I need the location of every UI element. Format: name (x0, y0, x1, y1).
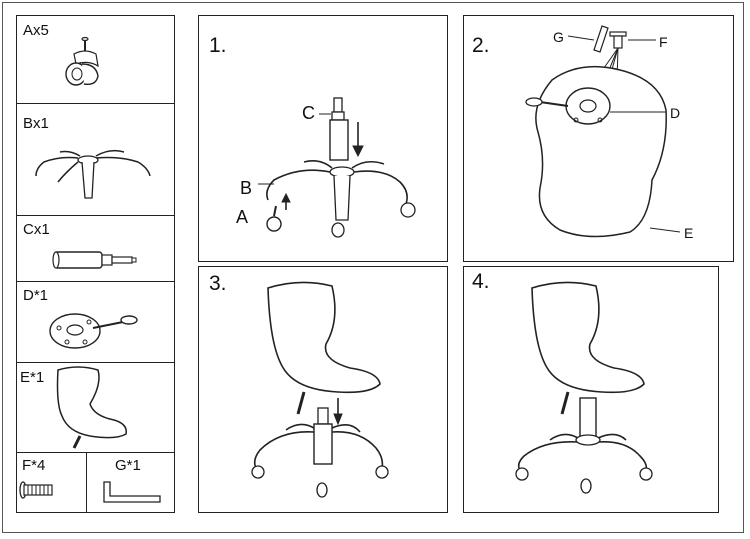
bolt-icon (19, 481, 53, 499)
step-1-number: 1. (209, 34, 227, 57)
parts-divider (16, 215, 175, 216)
caster-wheel-icon (65, 36, 99, 86)
callout-d: D (670, 105, 681, 121)
part-f-label: F*4 (22, 457, 46, 474)
allen-key-icon (103, 481, 161, 503)
parts-divider (16, 281, 175, 282)
seat-mechanism-assembly-illustration (525, 25, 681, 238)
part-d-label: D*1 (23, 287, 49, 304)
step-4-number: 4. (472, 270, 490, 293)
part-c-label: Cx1 (23, 221, 50, 238)
parts-divider (16, 362, 175, 363)
gas-lift-icon (52, 251, 137, 269)
callout-f: F (659, 34, 668, 50)
part-b-label: Bx1 (23, 115, 49, 132)
part-a-label: Ax5 (23, 22, 49, 39)
callout-g: G (553, 29, 564, 45)
parts-divider (16, 103, 175, 104)
seat-shell-icon (56, 366, 127, 449)
step-4-panel (463, 266, 719, 513)
seat-to-base-illustration (251, 281, 389, 498)
parts-divider (16, 452, 175, 453)
completed-chair-illustration (515, 281, 653, 494)
part-e-label: E*1 (20, 369, 45, 386)
star-base-icon (35, 149, 151, 199)
step-1-panel (198, 15, 448, 262)
step-2-number: 2. (472, 34, 490, 57)
parts-list-panel (16, 15, 175, 513)
step-2-panel (463, 15, 734, 262)
step-3-number: 3. (209, 272, 227, 295)
callout-a: A (236, 207, 249, 227)
seat-mechanism-icon (49, 313, 138, 349)
instruction-sheet-frame (2, 2, 744, 533)
callout-c: C (302, 103, 315, 123)
callout-b: B (240, 178, 253, 198)
base-assembly-illustration (258, 97, 416, 238)
part-g-label: G*1 (115, 457, 141, 474)
parts-divider (86, 452, 87, 513)
step-3-panel (198, 266, 448, 513)
callout-e: E (684, 225, 694, 241)
